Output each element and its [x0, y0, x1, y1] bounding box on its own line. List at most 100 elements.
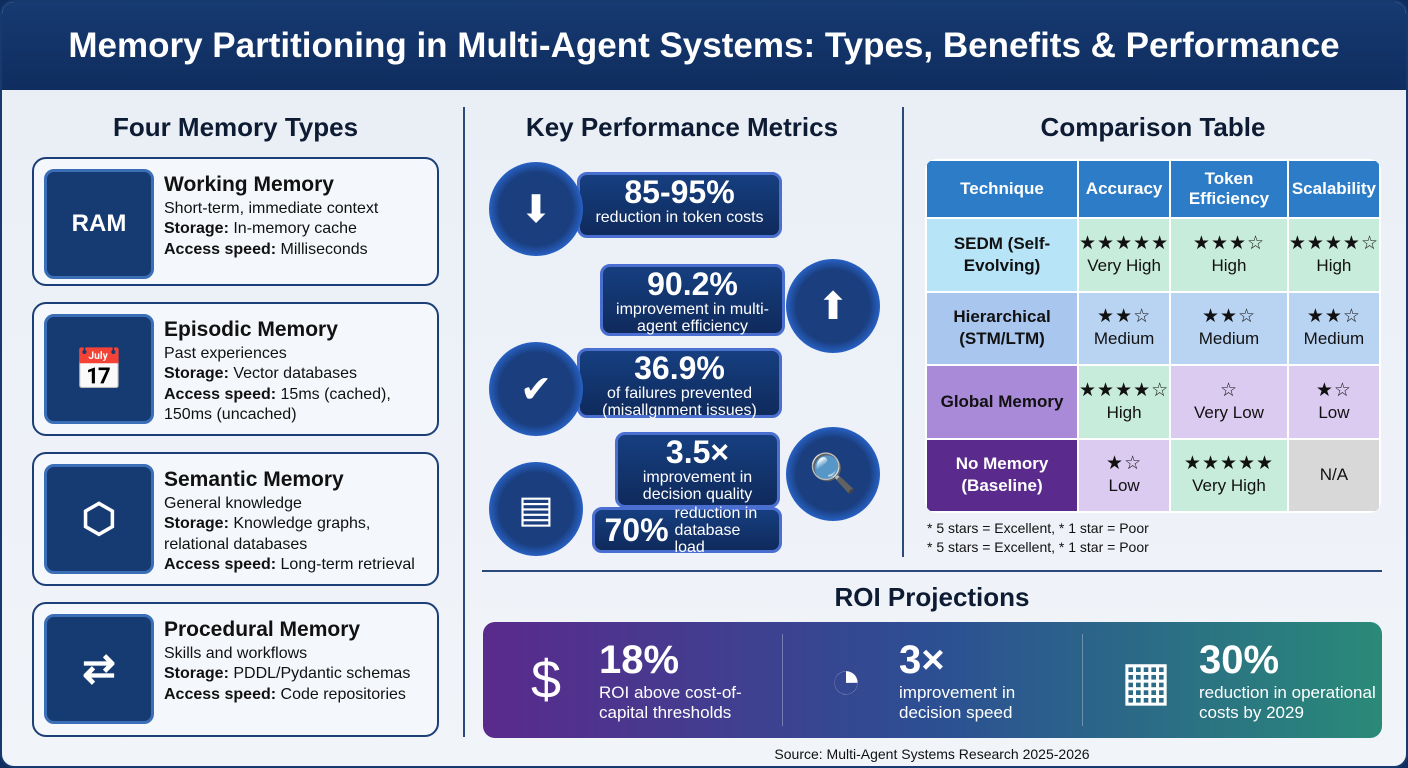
metric-value: 90.2%	[647, 266, 738, 302]
page-title: Memory Partitioning in Multi-Agent Syste…	[2, 2, 1406, 90]
metric-label: improvement in multi-agent efficiency	[616, 301, 769, 335]
robots-up-icon: ⬆	[786, 259, 880, 353]
rating-cell: ☆Very Low	[1171, 366, 1287, 438]
rating-cell: ★★★★☆High	[1079, 366, 1170, 438]
speed-label: Access speed:	[164, 685, 277, 703]
technique-cell: Hierarchical (STM/LTM)	[927, 292, 1077, 364]
storage-label: Storage:	[164, 665, 229, 682]
rating-label: Medium	[1303, 329, 1365, 349]
metric-value: 36.9%	[634, 350, 725, 386]
rating-cell: ★☆Low	[1288, 366, 1379, 438]
rating-label: High	[1211, 255, 1247, 275]
memory-name: Procedural Memory	[164, 618, 361, 641]
column-header: Technique	[927, 161, 1077, 217]
column-header: Accuracy	[1079, 161, 1170, 217]
speed-value: Milliseconds	[280, 240, 368, 258]
metric-label: improvement in decision quality	[642, 469, 753, 503]
memory-name: Episodic Memory	[164, 318, 338, 341]
workflow-icon: ⇄	[44, 614, 154, 724]
star-rating-icon: ★★☆	[1306, 306, 1361, 328]
technique-cell: No Memory (Baseline)	[927, 439, 1077, 511]
speed-label: Access speed:	[164, 556, 277, 573]
divider	[902, 107, 904, 557]
factory-calendar-icon: ▦	[1120, 650, 1172, 711]
table-row: Global Memory★★★★☆High☆Very Low★☆Low	[927, 366, 1379, 438]
roi-item: ◔3×improvement in decision speed	[783, 634, 1083, 726]
rating-label: Low	[1318, 402, 1350, 422]
storage-label: Storage:	[164, 220, 229, 237]
rating-cell: ★★☆Medium	[1288, 292, 1379, 364]
memory-card: ⬡ Semantic Memory General knowledge Stor…	[32, 452, 439, 586]
roi-band: $18%ROI above cost-of-capital thresholds…	[483, 622, 1382, 738]
coins-down-icon: ⬇	[489, 162, 583, 256]
star-rating-icon: ☆	[1219, 379, 1239, 401]
speed-value: 15ms (cached), 150ms (uncached)	[164, 385, 391, 424]
memory-card: RAM Working Memory Short-term, immediate…	[32, 157, 439, 286]
roi-item: ▦ 30%reduction in operational costs by 20…	[1083, 634, 1382, 726]
roi-label: improvement in decision speed	[899, 682, 1016, 722]
roi-value: 3×	[899, 637, 945, 682]
rating-cell: ★★★★☆High	[1288, 219, 1379, 291]
storage-value: In-memory cache	[233, 220, 357, 237]
rating-label: Medium	[1198, 329, 1260, 349]
storage-value: Knowledge graphs, relational databases	[164, 515, 371, 553]
memory-name: Semantic Memory	[164, 468, 344, 491]
footnote: * 5 stars = Excellent, * 1 star = Poor	[927, 520, 1149, 536]
star-rating-icon: ★★★★☆	[1079, 379, 1170, 401]
metrics-heading: Key Performance Metrics	[525, 112, 839, 142]
footnote: * 5 stars = Excellent, * 1 star = Poor	[927, 539, 1149, 555]
star-rating-icon: ★★☆	[1097, 306, 1152, 328]
technique-cell: Global Memory	[927, 366, 1077, 438]
table-row: SEDM (Self-Evolving)★★★★★Very High★★★☆Hi…	[927, 219, 1379, 291]
metric-card: 3.5×improvement in decision quality	[615, 432, 780, 508]
metric-card: 85-95%reduction in token costs	[577, 172, 782, 238]
rating-label: Low	[1108, 476, 1140, 496]
storage-label: Storage:	[164, 515, 229, 532]
shield-check-icon: ✔	[489, 342, 583, 436]
star-rating-icon: ★★★☆	[1192, 232, 1266, 254]
ram-chip-icon: RAM	[44, 169, 154, 279]
rating-label: Very High	[1087, 255, 1161, 275]
memory-desc: Past experiences	[164, 344, 287, 362]
rating-cell: ★★★☆High	[1171, 219, 1287, 291]
rating-cell: ★★☆Medium	[1079, 292, 1170, 364]
memory-name: Working Memory	[164, 173, 334, 196]
storage-label: Storage:	[164, 365, 229, 382]
roi-value: 30%	[1199, 637, 1280, 682]
metric-value: 70%	[604, 512, 669, 548]
brain-search-icon: 🔍	[786, 427, 880, 521]
table-row: Hierarchical (STM/LTM)★★☆Medium★★☆Medium…	[927, 292, 1379, 364]
rating-label: Very Low	[1194, 402, 1264, 422]
storage-value: Vector databases	[233, 365, 357, 382]
roi-value: 18%	[599, 637, 680, 682]
star-rating-icon: ★★★★★	[1079, 232, 1170, 254]
technique-cell: SEDM (Self-Evolving)	[927, 219, 1077, 291]
memory-card: 📅 Episodic Memory Past experiences Stora…	[32, 302, 439, 436]
rating-label: Very High	[1192, 476, 1266, 496]
memory-desc: Skills and workflows	[164, 644, 308, 662]
storage-value: PDDL/Pydantic schemas	[233, 665, 411, 682]
metric-card: 70%reduction in database load	[592, 504, 782, 556]
speed-value: Long-term retrieval	[280, 556, 415, 573]
star-rating-icon: ★★★★★	[1183, 453, 1275, 475]
rating-label: N/A	[1319, 465, 1349, 485]
metric-value: 3.5×	[665, 434, 730, 470]
metric-label: reduction in token costs	[595, 209, 764, 226]
roi-label: ROI above cost-of-capital thresholds	[599, 682, 742, 722]
database-down-icon: ▤	[489, 462, 583, 556]
metric-label: of failures prevented (misallgnment issu…	[602, 385, 757, 419]
metric-label: reduction in database load	[674, 504, 758, 556]
rating-cell: ★☆Low	[1079, 439, 1170, 511]
roi-label: reduction in operational costs by 2029	[1199, 682, 1376, 722]
rating-label: High	[1316, 255, 1352, 275]
rating-label: Medium	[1093, 329, 1155, 349]
speed-value: Code repositories	[280, 685, 406, 703]
star-rating-icon: ★★★★☆	[1288, 232, 1379, 254]
rating-cell: ★★☆Medium	[1171, 292, 1287, 364]
memory-types-heading: Four Memory Types	[112, 112, 359, 142]
divider	[482, 570, 1382, 572]
memory-card: ⇄ Procedural Memory Skills and workflows…	[32, 602, 439, 737]
column-header: Token Efficiency	[1171, 161, 1287, 217]
star-rating-icon: ★★☆	[1201, 306, 1257, 328]
